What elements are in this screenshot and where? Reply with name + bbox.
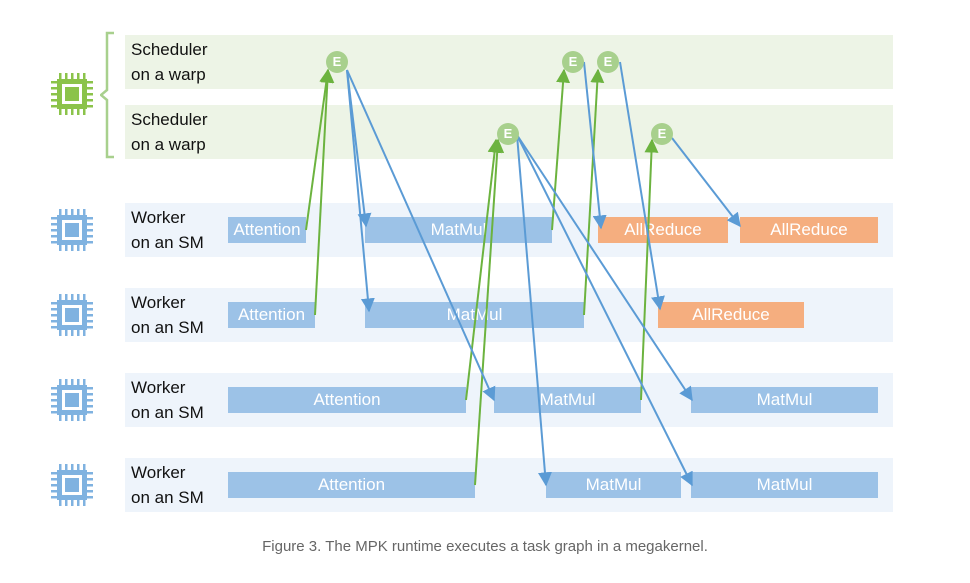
worker-label-4: Worker on an SM — [131, 460, 204, 510]
blue-arrow — [516, 134, 552, 487]
task-allreduce: AllReduce — [598, 217, 728, 243]
worker-label-1: Worker on an SM — [131, 205, 204, 255]
task-matmul: MatMul — [494, 387, 641, 413]
worker-chip-icon — [51, 294, 93, 336]
label-line: Worker — [131, 208, 186, 227]
green-arrow — [551, 68, 571, 231]
scheduler-label-1: Scheduler on a warp — [131, 37, 208, 87]
event-node: E — [497, 123, 519, 145]
label-line: Worker — [131, 463, 186, 482]
green-arrow — [474, 138, 505, 486]
task-attention: Attention — [228, 472, 475, 498]
green-arrow — [314, 68, 335, 316]
green-arrow — [583, 68, 605, 316]
task-matmul: MatMul — [691, 472, 878, 498]
task-allreduce: AllReduce — [740, 217, 878, 243]
label-line: on an SM — [131, 488, 204, 507]
task-attention: Attention — [228, 302, 315, 328]
label-line: on an SM — [131, 318, 204, 337]
label-line: Scheduler — [131, 40, 208, 59]
label-line: on a warp — [131, 65, 206, 84]
event-node: E — [597, 51, 619, 73]
scheduler-chip-icon — [51, 73, 93, 115]
task-matmul: MatMul — [365, 217, 552, 243]
green-arrow — [465, 138, 502, 401]
scheduler-lane-1 — [125, 35, 893, 89]
label-line: Worker — [131, 293, 186, 312]
worker-label-2: Worker on an SM — [131, 290, 204, 340]
label-line: Worker — [131, 378, 186, 397]
blue-arrow — [516, 134, 693, 402]
event-node: E — [326, 51, 348, 73]
event-node: E — [562, 51, 584, 73]
green-arrow — [640, 138, 659, 401]
worker-chip-icon — [51, 464, 93, 506]
blue-arrow — [516, 134, 693, 487]
blue-arrow — [671, 137, 741, 228]
task-matmul: MatMul — [691, 387, 878, 413]
blue-arrow — [583, 61, 607, 230]
label-line: on an SM — [131, 403, 204, 422]
label-line: Scheduler — [131, 110, 208, 129]
worker-label-3: Worker on an SM — [131, 375, 204, 425]
task-matmul: MatMul — [546, 472, 681, 498]
blue-arrow — [346, 69, 496, 402]
figure-caption: Figure 3. The MPK runtime executes a tas… — [262, 538, 708, 555]
blue-arrow — [346, 69, 375, 313]
worker-chip-icon — [51, 379, 93, 421]
scheduler-label-2: Scheduler on a warp — [131, 107, 208, 157]
task-allreduce: AllReduce — [658, 302, 804, 328]
label-line: on an SM — [131, 233, 204, 252]
task-attention: Attention — [228, 387, 466, 413]
worker-chip-icon — [51, 209, 93, 251]
event-node: E — [651, 123, 673, 145]
task-attention: Attention — [228, 217, 306, 243]
blue-arrow — [619, 61, 665, 311]
label-line: on a warp — [131, 135, 206, 154]
green-arrow — [305, 68, 334, 231]
scheduler-bracket — [100, 31, 114, 159]
